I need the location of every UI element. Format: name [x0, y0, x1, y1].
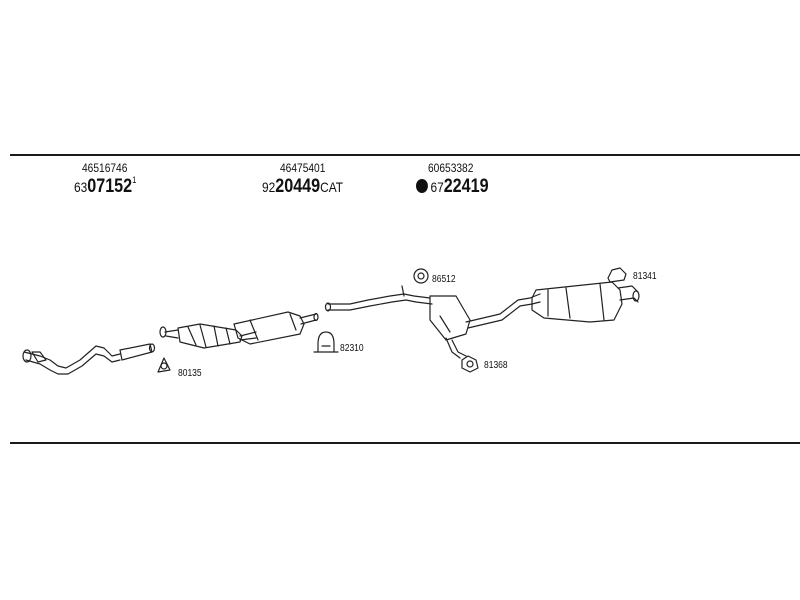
part-code: 07152 — [87, 176, 133, 197]
part-superscript: 1 — [132, 175, 137, 185]
label-81341: 81341 — [633, 271, 657, 282]
rubber-mount-81341-icon — [607, 267, 627, 283]
front-pipe-drawing — [22, 343, 156, 375]
part-prefix: 92 — [262, 179, 276, 195]
label-82310: 82310 — [340, 343, 364, 354]
bracket-86512-icon — [413, 268, 429, 284]
part-prefix: 63 — [74, 179, 88, 195]
part-code: 22419 — [443, 176, 489, 197]
label-86512: 86512 — [432, 274, 456, 285]
gasket-81368-icon — [461, 355, 479, 373]
label-81368: 81368 — [484, 360, 508, 371]
marker-dot-icon — [416, 178, 428, 193]
middle-pipe-drawing — [324, 285, 541, 359]
part-prefix: 67 — [430, 179, 444, 195]
catalyst-drawing — [159, 311, 319, 349]
top-divider — [10, 154, 800, 156]
oe-number-silencer: 60653382 — [428, 161, 474, 175]
part-number-catalyst: 9220449CAT — [262, 176, 343, 198]
rear-silencer-drawing — [531, 281, 640, 323]
clamp-82310-icon — [313, 331, 339, 353]
oe-number-catalyst: 46475401 — [280, 161, 326, 175]
oe-number-front-pipe: 46516746 — [82, 161, 128, 175]
part-number-silencer: 6722419 — [416, 176, 489, 198]
label-80135: 80135 — [178, 368, 202, 379]
gasket-80135-icon — [157, 357, 171, 373]
part-code: 20449 — [275, 176, 321, 197]
part-number-front-pipe: 63071521 — [74, 175, 137, 198]
part-suffix: CAT — [320, 179, 344, 195]
bottom-divider — [10, 442, 800, 444]
